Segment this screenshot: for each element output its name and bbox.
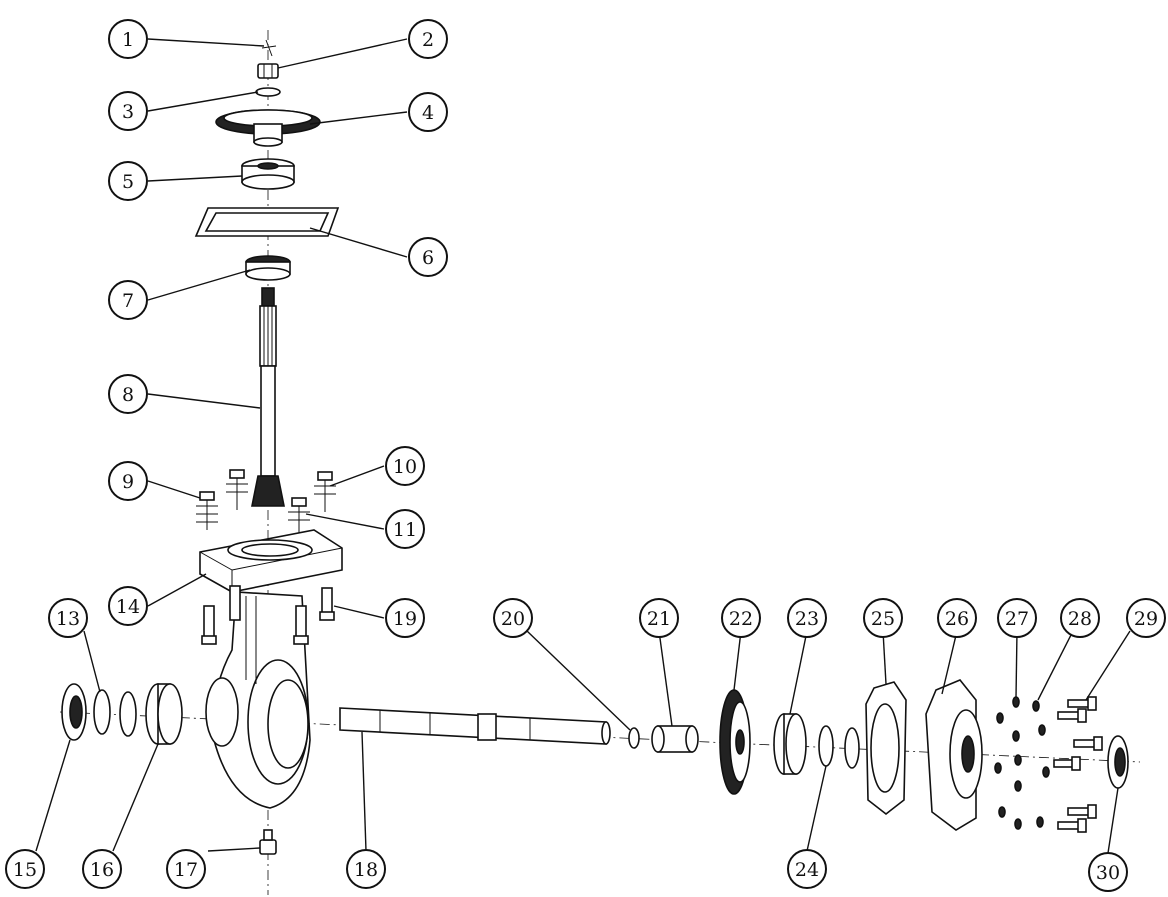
callout-number: 26 xyxy=(945,608,969,630)
callout-9: 9 xyxy=(108,461,148,501)
callout-number: 19 xyxy=(393,608,417,630)
callout-13: 13 xyxy=(48,598,88,638)
part-20-circlip xyxy=(628,727,640,749)
callout-number: 24 xyxy=(795,859,819,881)
callout-number: 20 xyxy=(501,608,525,630)
part-22-crown-gear xyxy=(719,689,751,795)
callout-29: 29 xyxy=(1126,598,1166,638)
part-10-bolt-set xyxy=(314,471,336,512)
callout-30: 30 xyxy=(1088,852,1128,892)
callout-number: 14 xyxy=(116,596,140,618)
part-30-cap xyxy=(1107,735,1129,789)
part-23-bearing xyxy=(773,713,807,775)
callout-number: 10 xyxy=(393,456,417,478)
callout-number: 18 xyxy=(354,859,378,881)
callout-number: 3 xyxy=(122,101,134,123)
callout-number: 27 xyxy=(1005,608,1029,630)
callout-25: 25 xyxy=(863,598,903,638)
part-16-bearing xyxy=(145,683,183,745)
callout-number: 15 xyxy=(13,859,37,881)
callout-1: 1 xyxy=(108,19,148,59)
callout-number: 5 xyxy=(122,171,134,193)
part-6-gasket xyxy=(194,207,340,237)
part-24-washer xyxy=(818,725,860,769)
part-19-bolts xyxy=(201,585,335,645)
callout-22: 22 xyxy=(721,598,761,638)
callout-number: 1 xyxy=(122,29,134,51)
callout-27: 27 xyxy=(997,598,1037,638)
callout-6: 6 xyxy=(408,237,448,277)
part-8-pinion-shaft xyxy=(251,287,285,507)
part-9-bolt-set xyxy=(196,491,218,530)
callout-4: 4 xyxy=(408,92,448,132)
part-15-seal xyxy=(61,683,87,741)
callout-number: 28 xyxy=(1068,608,1092,630)
callout-number: 2 xyxy=(422,29,434,51)
callout-number: 9 xyxy=(122,471,134,493)
callout-14: 14 xyxy=(108,586,148,626)
part-26-end-cover xyxy=(925,679,983,831)
callout-15: 15 xyxy=(5,849,45,889)
callout-17: 17 xyxy=(166,849,206,889)
part-29-bolts xyxy=(1053,696,1103,833)
callout-21: 21 xyxy=(639,598,679,638)
part-17-drain-plug xyxy=(259,829,277,855)
callout-number: 17 xyxy=(174,859,198,881)
callout-18: 18 xyxy=(346,849,386,889)
leader-lines xyxy=(35,38,1131,854)
part-18-output-shaft xyxy=(339,707,611,745)
callout-11: 11 xyxy=(385,509,425,549)
part-3-washer xyxy=(255,87,281,97)
callout-number: 25 xyxy=(871,608,895,630)
part-21-spacer xyxy=(651,725,699,753)
callout-number: 7 xyxy=(122,290,134,312)
callout-2: 2 xyxy=(408,19,448,59)
part-13-seals xyxy=(93,689,137,737)
callout-number: 29 xyxy=(1134,608,1158,630)
callout-20: 20 xyxy=(493,598,533,638)
callout-8: 8 xyxy=(108,374,148,414)
callout-26: 26 xyxy=(937,598,977,638)
part-2-nut xyxy=(257,63,279,79)
callout-10: 10 xyxy=(385,446,425,486)
callout-number: 16 xyxy=(90,859,114,881)
callout-28: 28 xyxy=(1060,598,1100,638)
callout-number: 22 xyxy=(729,608,753,630)
part-5-bearing xyxy=(241,158,295,190)
part-14-gearbox-housing xyxy=(199,529,343,809)
callout-number: 11 xyxy=(393,519,417,541)
part-7-bearing xyxy=(245,255,291,281)
callout-19: 19 xyxy=(385,598,425,638)
callout-3: 3 xyxy=(108,91,148,131)
part-25-gasket xyxy=(865,681,907,816)
part-27-28-nuts-washers xyxy=(994,696,1050,830)
callout-number: 6 xyxy=(422,247,434,269)
callout-number: 13 xyxy=(56,608,80,630)
part-bolt-set-upper-left xyxy=(226,469,248,510)
part-11-bolt-set xyxy=(288,497,310,534)
callout-24: 24 xyxy=(787,849,827,889)
callout-number: 23 xyxy=(795,608,819,630)
callout-23: 23 xyxy=(787,598,827,638)
callout-16: 16 xyxy=(82,849,122,889)
part-4-bevel-gear xyxy=(215,109,321,147)
callout-number: 4 xyxy=(422,102,434,124)
callout-number: 8 xyxy=(122,384,134,406)
callout-number: 30 xyxy=(1096,862,1120,884)
callout-number: 21 xyxy=(647,608,671,630)
part-1-pin xyxy=(261,39,277,57)
callout-7: 7 xyxy=(108,280,148,320)
callout-5: 5 xyxy=(108,161,148,201)
